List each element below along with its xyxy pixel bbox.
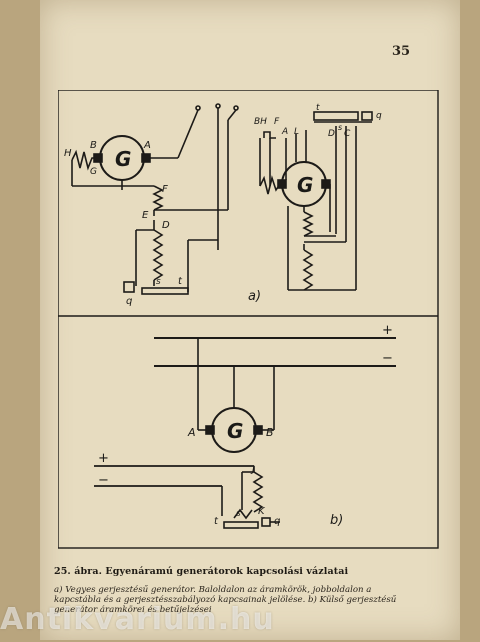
- label-E: E: [142, 210, 149, 221]
- label-A-b: A: [187, 426, 196, 439]
- label-t: t: [178, 276, 183, 287]
- page-number: 35: [392, 44, 411, 59]
- label-q-right: q: [376, 111, 382, 121]
- label-K: K: [258, 506, 266, 517]
- figure-caption-title: 25. ábra. Egyenáramú generátorok kapcsol…: [54, 566, 349, 577]
- label-L: L: [294, 127, 299, 137]
- label-H: H: [64, 148, 72, 159]
- series-field-right: [302, 211, 314, 237]
- circuit-figure: G G G H B G A F E D s t q a) BH F A L D …: [58, 90, 439, 549]
- label-t-right: t: [316, 103, 320, 113]
- label-s-right: s: [338, 123, 342, 132]
- book-page: 35: [40, 0, 460, 640]
- label-BH: BH: [254, 117, 267, 127]
- terminal-bar-a: [141, 287, 189, 295]
- label-B: B: [90, 140, 97, 151]
- label-F: F: [162, 184, 168, 195]
- label-minus-top: −: [382, 351, 393, 366]
- label-D-right: D: [328, 129, 335, 139]
- label-s-b: s: [236, 509, 241, 519]
- label-plus-top: +: [382, 323, 393, 338]
- label-q-b: q: [274, 516, 280, 527]
- panel-a-label: a): [248, 289, 261, 304]
- label-G: G: [90, 167, 97, 177]
- label-s: s: [156, 277, 161, 287]
- generator-label-a-right: G: [297, 173, 313, 197]
- watermark-logo: Antikvarium.hu: [0, 602, 275, 637]
- label-F-right: F: [274, 117, 280, 127]
- field-coil-b: [252, 471, 264, 513]
- generator-label-a-left: G: [115, 147, 131, 171]
- label-minus-left: −: [98, 473, 109, 488]
- label-A-right: A: [281, 127, 288, 137]
- regulator-coil-right: [302, 249, 314, 291]
- label-D: D: [162, 220, 170, 231]
- figure-caption-body: a) Vegyes gerjesztésű generátor. Balolda…: [54, 585, 397, 615]
- panel-b-label: b): [330, 513, 343, 528]
- label-A: A: [143, 140, 151, 151]
- shunt-field-a: [71, 149, 94, 171]
- label-plus-left: +: [98, 451, 109, 466]
- label-q: q: [126, 296, 132, 307]
- label-t-b: t: [214, 516, 219, 527]
- series-field-a: [152, 185, 164, 211]
- label-B-b: B: [266, 426, 274, 439]
- label-C: C: [344, 129, 351, 139]
- shunt-field-right: [259, 175, 281, 195]
- figure-frame: [58, 90, 439, 549]
- generator-label-b: G: [227, 419, 243, 443]
- label-J: J: [250, 465, 255, 475]
- regulator-coil-a: [152, 229, 164, 281]
